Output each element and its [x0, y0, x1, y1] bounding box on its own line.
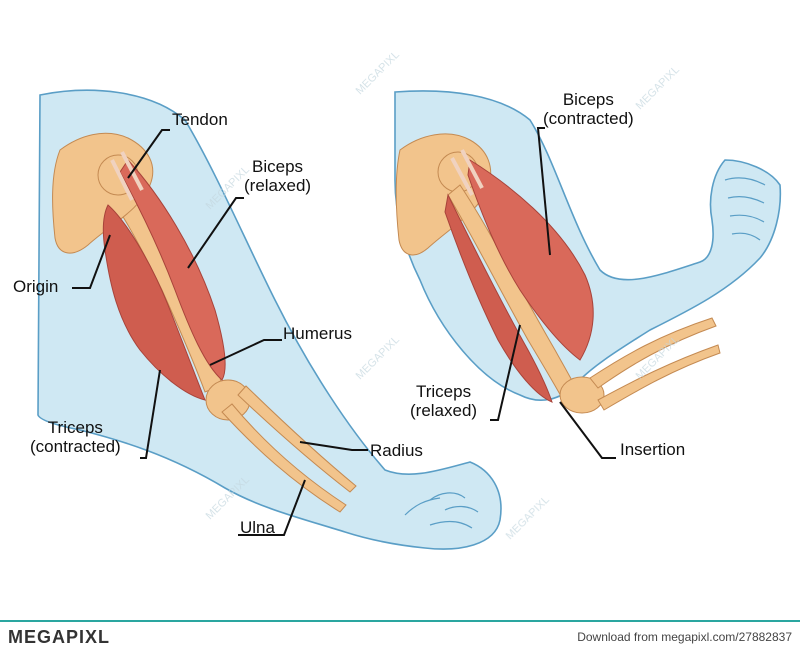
- ulna-leader: [238, 479, 306, 536]
- label-biceps-contracted: Biceps (contracted): [543, 90, 634, 128]
- label-triceps-contracted-line2: (contracted): [30, 437, 121, 456]
- download-link[interactable]: Download from megapixl.com/27882837: [577, 630, 792, 644]
- label-humerus-text: Humerus: [283, 324, 352, 343]
- watermark-text: MEGAPIXL: [504, 494, 552, 542]
- label-biceps-relaxed-line2: (relaxed): [244, 176, 312, 195]
- label-triceps-contracted-line1: Triceps: [47, 418, 103, 437]
- left-ulna-bone: [221, 403, 347, 513]
- left-arm-extended: [37, 89, 502, 550]
- humerus-leader: [209, 339, 282, 366]
- right-fist-fingers: [724, 177, 766, 241]
- biceps-contracted-leader: [536, 127, 551, 256]
- label-insertion: Insertion: [620, 440, 685, 459]
- megapixl-logo[interactable]: MEGAPIXL: [8, 627, 111, 647]
- right-ulna-bone: [597, 344, 721, 411]
- arm-muscles-diagram: MEGAPIXL MEGAPIXL MEGAPIXL MEGAPIXL MEGA…: [37, 49, 782, 550]
- triceps-relaxed-leader: [490, 324, 521, 421]
- label-ulna-text: Ulna: [240, 518, 275, 537]
- label-ulna: Ulna: [240, 518, 275, 537]
- label-radius: Radius: [370, 441, 423, 460]
- label-tendon: Tendon: [172, 110, 228, 129]
- watermark-text: MEGAPIXL: [634, 64, 682, 112]
- label-triceps-relaxed: Triceps (relaxed): [410, 382, 477, 420]
- label-biceps-relaxed-line1: Biceps: [252, 157, 304, 176]
- left-radius-bone: [237, 385, 357, 493]
- biceps-relaxed-leader: [187, 197, 244, 269]
- right-tendons: [450, 149, 484, 196]
- label-triceps-relaxed-line1: Triceps: [415, 382, 472, 401]
- label-tendon-text: Tendon: [172, 110, 228, 129]
- right-arm-flexed: [394, 90, 782, 414]
- radius-leader: [299, 441, 368, 451]
- tendon-leader: [127, 129, 170, 179]
- watermark-text: MEGAPIXL: [354, 334, 402, 382]
- label-radius-text: Radius: [370, 441, 423, 460]
- right-radius-bone: [589, 317, 717, 389]
- leader-lines: [72, 127, 616, 536]
- right-elbow-joint: [559, 376, 605, 414]
- label-biceps-contracted-line1: Biceps: [562, 90, 614, 109]
- label-biceps-contracted-line2: (contracted): [543, 109, 634, 128]
- label-origin-text: Origin: [13, 277, 59, 296]
- origin-leader: [72, 234, 111, 289]
- label-origin: Origin: [13, 277, 58, 296]
- footer-bar: MEGAPIXL Download from megapixl.com/2788…: [0, 620, 800, 652]
- label-triceps-relaxed-line2: (relaxed): [410, 401, 478, 420]
- label-humerus: Humerus: [283, 324, 352, 343]
- left-biceps-muscle: [119, 159, 226, 381]
- watermark-text: MEGAPIXL: [354, 49, 402, 97]
- triceps-contracted-leader: [140, 369, 161, 459]
- right-triceps-muscle: [444, 193, 553, 403]
- label-triceps-contracted: Triceps (contracted): [30, 418, 121, 456]
- label-biceps-relaxed: Biceps (relaxed): [244, 157, 311, 195]
- label-insertion-text: Insertion: [620, 440, 686, 459]
- left-fist-fingers: [404, 492, 479, 529]
- insertion-leader: [559, 401, 616, 459]
